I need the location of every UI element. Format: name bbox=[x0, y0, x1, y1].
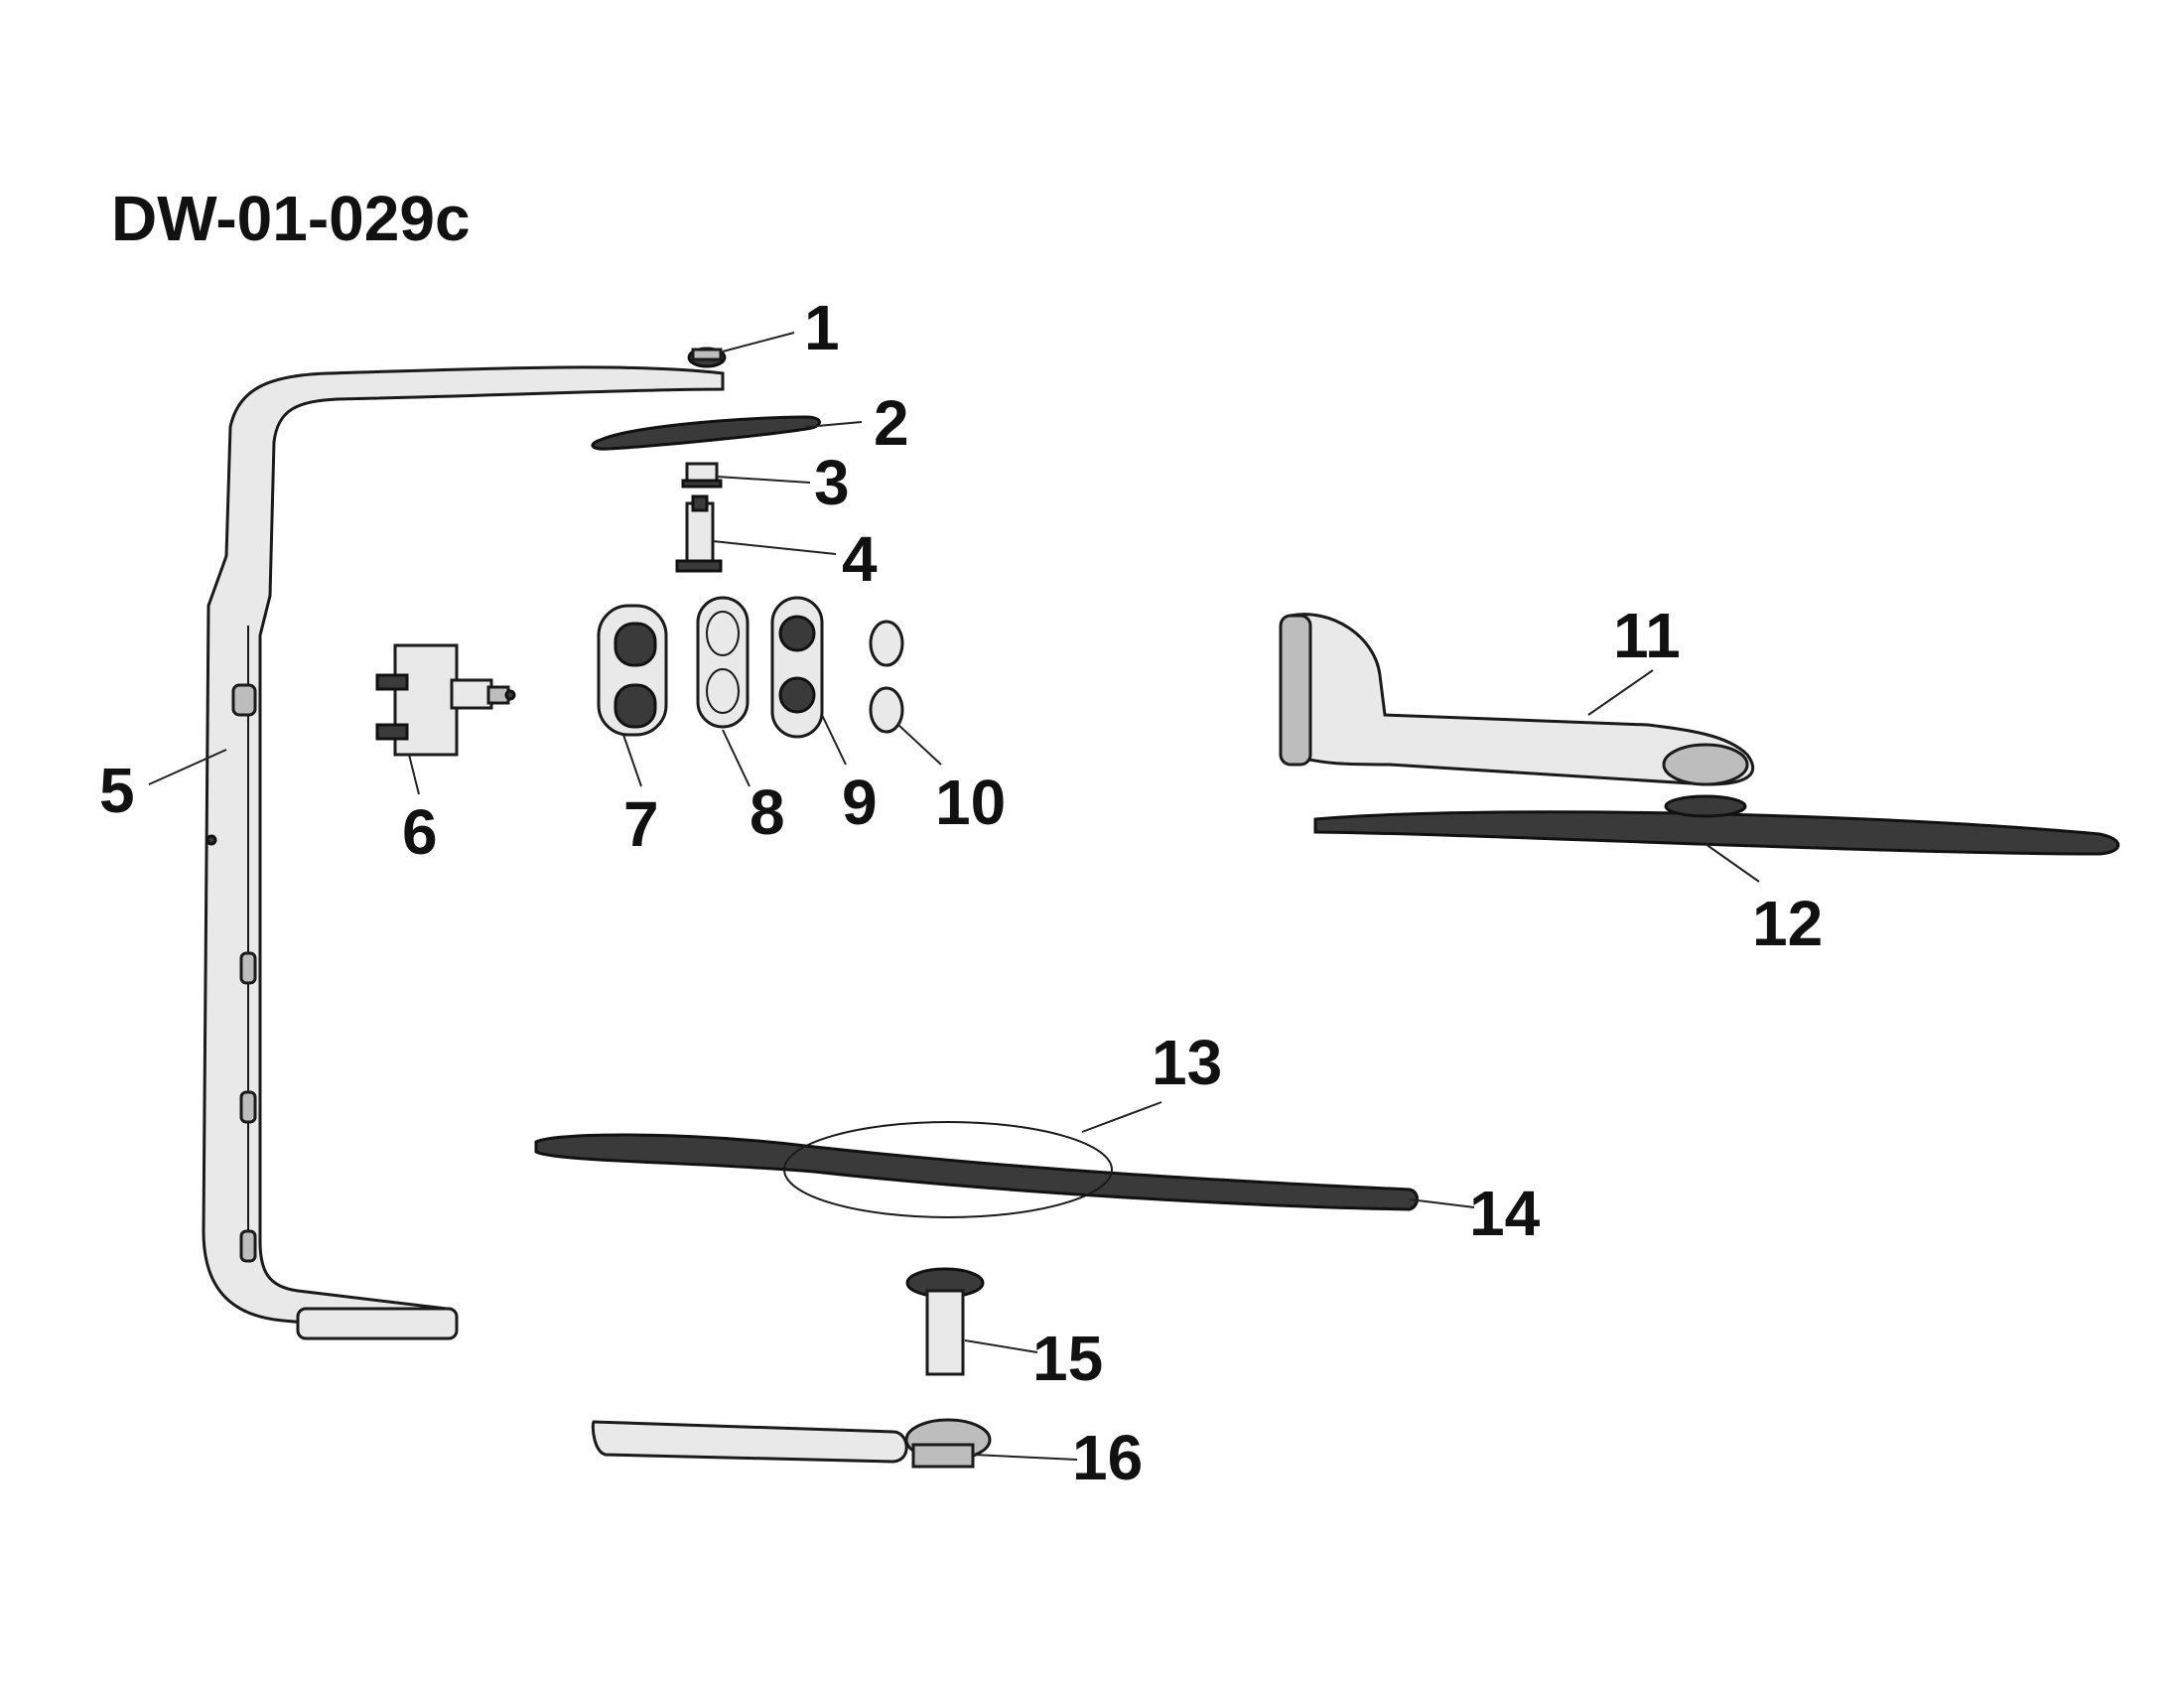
callout-11: 11 bbox=[1613, 600, 1681, 671]
callout-14: 14 bbox=[1469, 1178, 1541, 1249]
part-3-cap bbox=[681, 462, 723, 489]
callout-12: 12 bbox=[1752, 888, 1823, 959]
leader-lines bbox=[148, 332, 1760, 1461]
part-5-supply-tube bbox=[202, 365, 725, 1340]
callout-3: 3 bbox=[814, 447, 850, 518]
part-9-plate bbox=[770, 596, 824, 739]
part-16-lower-manifold bbox=[591, 1418, 992, 1469]
callout-10: 10 bbox=[935, 767, 1006, 838]
callout-4: 4 bbox=[842, 523, 878, 595]
callout-6: 6 bbox=[402, 796, 438, 868]
callout-1: 1 bbox=[804, 292, 840, 363]
callout-13: 13 bbox=[1152, 1027, 1222, 1098]
callout-2: 2 bbox=[874, 387, 909, 459]
part-13-lower-spray-arm bbox=[534, 1121, 1419, 1218]
part-6-valve bbox=[375, 643, 516, 757]
part-12-upper-spray-arm bbox=[1313, 794, 2120, 856]
part-1-nut bbox=[687, 347, 727, 368]
part-15-mount bbox=[905, 1267, 985, 1376]
diagram-title: DW-01-029c bbox=[111, 183, 471, 254]
part-4-pipe bbox=[675, 494, 723, 573]
part-11-upper-arm bbox=[1279, 613, 1755, 786]
callout-16: 16 bbox=[1072, 1422, 1143, 1493]
part-10-clips bbox=[869, 620, 904, 734]
callout-numbers: 1 2 3 4 5 6 7 8 9 10 11 12 13 14 15 16 bbox=[99, 292, 1823, 1493]
callout-7: 7 bbox=[623, 788, 659, 860]
callout-5: 5 bbox=[99, 755, 135, 826]
callout-8: 8 bbox=[750, 776, 785, 848]
callout-15: 15 bbox=[1032, 1323, 1103, 1394]
part-7-housing bbox=[597, 604, 668, 737]
part-2-gasket bbox=[591, 415, 821, 451]
callout-9: 9 bbox=[842, 767, 878, 838]
part-8-gasket bbox=[696, 596, 750, 729]
